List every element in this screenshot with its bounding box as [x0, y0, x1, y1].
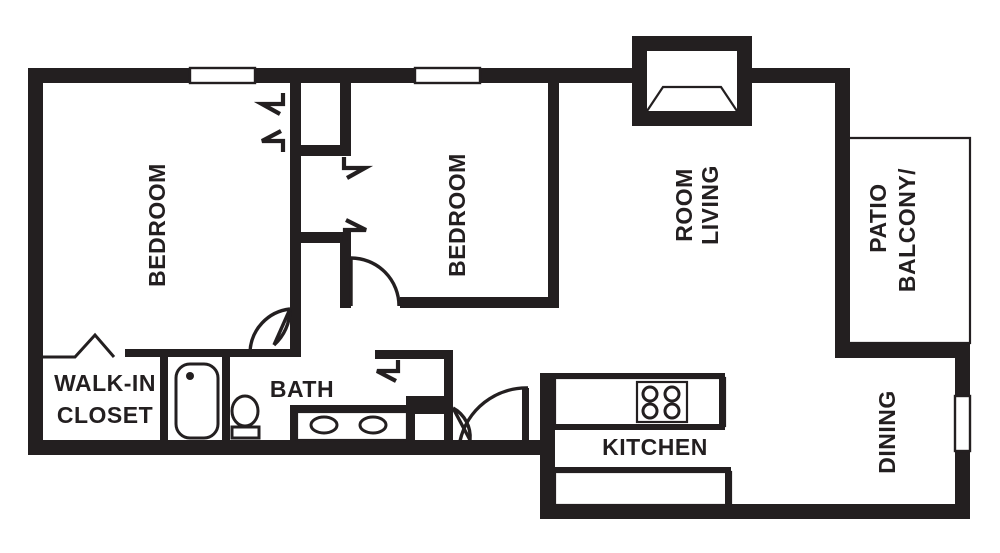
toilet-bowl: [230, 394, 260, 428]
wall-closet-divider-upper: [290, 145, 346, 156]
room-label-bedroom-right: BEDROOM: [444, 153, 470, 277]
window-dining-right: [953, 394, 972, 453]
closet-bedroom-left-lower-arrow[interactable]: [261, 129, 286, 152]
room-label-kitchen: KITCHEN: [602, 434, 708, 460]
wall-bedroom-right-bottom: [400, 297, 559, 308]
wall-linen-lower-left: [406, 405, 415, 440]
door-bedroom-right-jamb: [340, 302, 351, 308]
vanity-counter: [295, 410, 409, 442]
wall-tub-alcove-right: [222, 357, 230, 440]
room-label-living-room-line1: LIVING: [697, 165, 723, 245]
kitchen-counter-upper-right: [719, 378, 725, 430]
wall-bottom-right: [540, 504, 970, 519]
interior-walls: [125, 83, 559, 440]
room-label-balcony-line2: PATIO: [865, 183, 891, 252]
bay-window: [646, 85, 738, 112]
sliding-closet-door-arrows: [253, 93, 401, 383]
room-label-bath: BATH: [270, 376, 334, 402]
door-linen-closet-swing[interactable]: [452, 406, 472, 441]
door-entry-jamb: [522, 388, 529, 443]
kitchen-counter-lower: [553, 470, 733, 507]
closet-bedroom-right-upper-arrow[interactable]: [341, 157, 374, 180]
wall-hall-to-kitchen: [446, 440, 555, 455]
closet-bedroom-right-lower-arrow[interactable]: [342, 218, 367, 241]
range-burner-1: [641, 385, 659, 403]
wall-bay-right: [737, 36, 752, 126]
balcony-railing-outline: [850, 136, 972, 345]
wall-closet-divider-lower: [290, 232, 346, 243]
window-top-center: [413, 66, 482, 85]
bay-window-glass-line: [646, 85, 738, 112]
wall-bath-top: [125, 349, 301, 357]
door-hall-second-panel[interactable]: [272, 308, 292, 346]
wall-linen-top: [375, 350, 453, 359]
wall-closet-right-upper: [340, 83, 351, 156]
kitchen-counter-upper-edge: [555, 424, 725, 430]
wall-linen-bottom: [406, 396, 453, 405]
wall-living-right-lower: [835, 138, 850, 343]
wall-vanity-front: [290, 405, 413, 412]
kitchen-counter-lower-right: [725, 467, 731, 505]
wall-left-exterior: [28, 68, 43, 455]
kitchen-range: [635, 380, 689, 424]
room-label-living-room-line2: ROOM: [671, 168, 697, 242]
kitchen-fixtures: [553, 373, 733, 507]
wall-bay-bottom: [632, 111, 752, 126]
range-burner-3: [641, 402, 659, 420]
windows: [188, 66, 972, 453]
vanity-sink-2: [358, 415, 388, 435]
exterior-walls: [28, 36, 970, 519]
bath-fixtures: [174, 362, 409, 442]
door-swings: [43, 256, 529, 443]
range-burner-2: [663, 385, 681, 403]
kitchen-counter-lower-top: [555, 467, 731, 473]
wall-linen-lower-top: [406, 405, 453, 414]
closet-hall-linen-arrow[interactable]: [376, 360, 401, 383]
wall-balcony-bottom: [835, 343, 970, 358]
wall-walkin-closet-right: [160, 357, 168, 440]
door-linen-closet-panel[interactable]: [451, 407, 472, 441]
room-label-walkin-closet-line2: CLOSET: [57, 402, 153, 428]
bathtub: [174, 362, 220, 440]
wall-linen-lower-right: [444, 405, 453, 440]
kitchen-counter-upper-top: [555, 373, 725, 379]
wall-bedroom-left-right: [290, 83, 301, 351]
door-bedroom-right-swing[interactable]: [350, 256, 401, 307]
window-top-left: [188, 66, 257, 85]
wall-bedroom-right-right: [548, 83, 559, 303]
wall-bay-left: [632, 36, 647, 126]
vanity-sink-1: [309, 415, 339, 435]
wall-hall-stub: [290, 340, 301, 354]
wall-top-right: [752, 68, 850, 83]
bathtub-drain: [186, 372, 194, 380]
door-walkin-closet-bifold[interactable]: [43, 332, 116, 359]
room-labels: BEDROOM BEDROOM LIVING ROOM BALCONY/ PAT…: [54, 153, 920, 474]
kitchen-counter-upper: [553, 376, 727, 428]
wall-top-left: [28, 68, 637, 83]
toilet-tank: [230, 425, 261, 440]
closet-bedroom-left-upper-arrow[interactable]: [253, 93, 286, 116]
wall-bay-top: [632, 36, 752, 51]
wall-vanity-left: [290, 405, 297, 440]
room-label-balcony-line1: BALCONY/: [894, 168, 920, 292]
wall-living-right-upper: [835, 68, 850, 138]
balcony-patio-outline: [850, 136, 972, 345]
room-label-walkin-closet-line1: WALK-IN: [54, 370, 156, 396]
wall-bottom-left: [28, 440, 458, 455]
wall-closet-right-lower: [340, 232, 351, 302]
wall-linen-right: [444, 350, 453, 405]
room-label-dining: DINING: [874, 390, 900, 474]
room-label-bedroom-left: BEDROOM: [144, 163, 170, 287]
range-burner-4: [663, 402, 681, 420]
door-hall-swing[interactable]: [248, 307, 291, 353]
